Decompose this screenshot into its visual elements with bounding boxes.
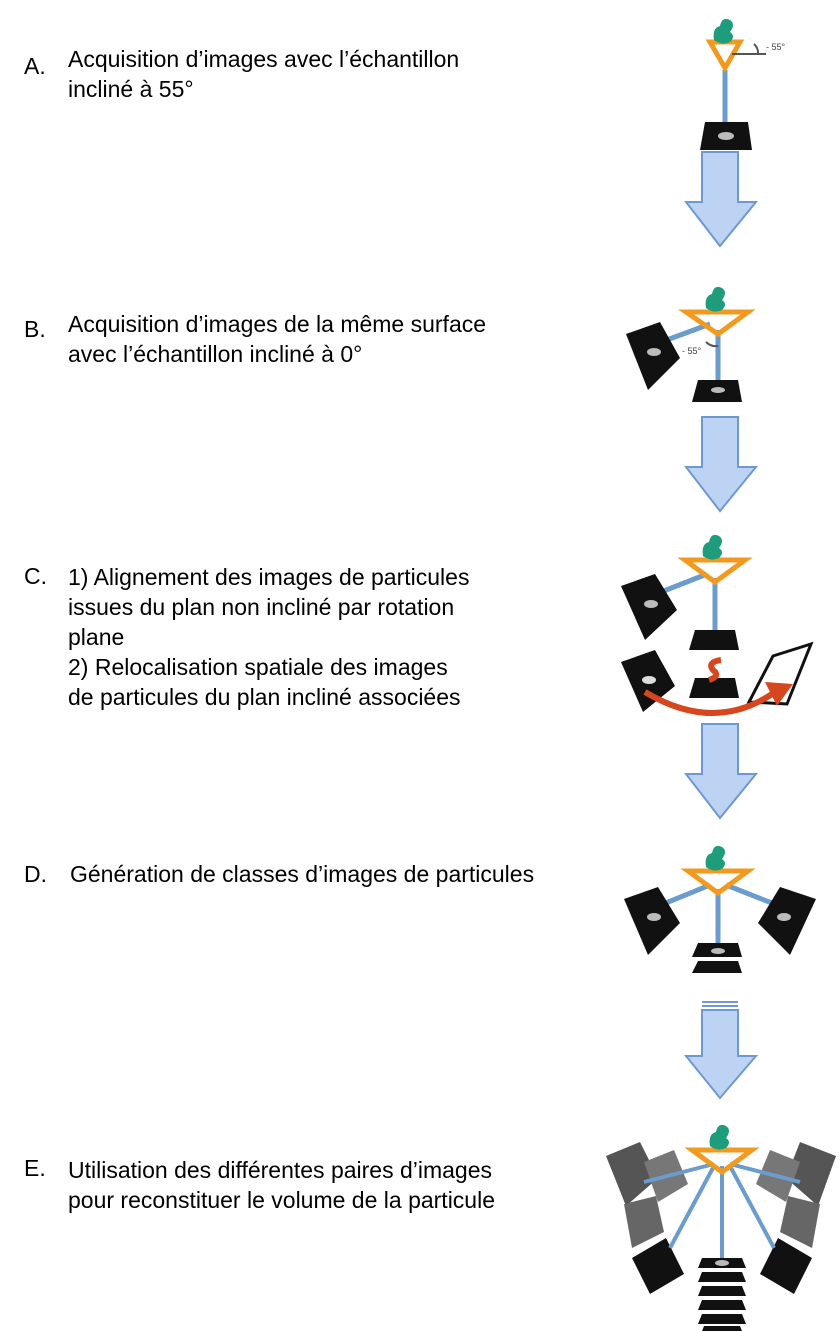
stack-plate-3 (698, 1286, 746, 1296)
angle-arc (705, 341, 719, 348)
plate-spot (711, 387, 725, 393)
step-d-text: Génération de classes d’images de partic… (70, 859, 534, 889)
step-d-letter: D. (24, 861, 47, 887)
tilt-cone (680, 868, 756, 897)
arrow-d-to-e (683, 1001, 759, 1100)
class-plate-left (624, 887, 680, 955)
beam-right-2 (728, 1165, 776, 1249)
step-e-line-1: Utilisation des différentes paires d’ima… (68, 1157, 493, 1183)
relocalized-plate-right (746, 641, 814, 706)
beam-left-1 (643, 1162, 715, 1184)
tilted-plate (626, 322, 680, 390)
fan-plate-lower-left (632, 1238, 684, 1294)
beam-right-1 (729, 1162, 801, 1184)
relocalized-plate-center (689, 678, 739, 698)
angle-label: - 55° (682, 346, 702, 356)
fan-plate-right-2 (780, 1196, 820, 1248)
step-c-text: 1) Alignement des images de particules i… (68, 562, 469, 712)
stack-plate-4 (698, 1300, 746, 1310)
angle-arc (753, 43, 760, 55)
class-spot-center (711, 948, 725, 954)
rotation-arrowhead (765, 682, 793, 706)
beam-left-2 (668, 1165, 716, 1249)
tilted-plate-spot (647, 348, 661, 356)
tilt-cone (677, 557, 753, 586)
fan-plate-lower-right (760, 1238, 812, 1294)
step-c-line-2: issues du plan non incliné par rotation (68, 594, 455, 620)
tilted-plate-spot (644, 600, 658, 608)
particle-icon (702, 534, 722, 560)
stack-plate-6 (702, 1326, 742, 1331)
particle-icon (705, 845, 725, 871)
class-plate-right (758, 887, 816, 955)
figure-a: - 55° (700, 18, 786, 150)
step-c-line-1: 1) Alignement des images de particules (68, 564, 470, 590)
step-c-line-4: 2) Relocalisation spatiale des images (68, 654, 448, 680)
step-b-line-2: avec l’échantillon incliné à 0° (68, 341, 363, 367)
detector-plate (689, 630, 739, 650)
rotation-arrow (643, 689, 777, 716)
particle-icon (705, 286, 725, 312)
arrow-b-to-c (683, 416, 759, 513)
tilt-cone (684, 1147, 760, 1176)
stack-plate-5 (698, 1314, 746, 1324)
class-spot-left (647, 913, 661, 921)
particle-icon (709, 1124, 729, 1150)
fan-plate-left-1 (606, 1142, 658, 1206)
step-b-letter: B. (24, 316, 46, 342)
stack-plate-2 (698, 1272, 746, 1282)
fan-plate-left-2 (624, 1196, 664, 1248)
arrow-a-to-b (683, 151, 759, 248)
arrow-c-to-d (683, 723, 759, 820)
angle-label: - 55° (766, 42, 786, 52)
class-spot-right (777, 913, 791, 921)
plate-spot (718, 132, 734, 140)
step-a-line-1: Acquisition d’images avec l’échantillon (68, 46, 460, 72)
figure-b: - 55° (626, 286, 756, 402)
step-a-letter: A. (24, 53, 46, 79)
step-e-letter: E. (24, 1155, 46, 1181)
figure-d (624, 845, 816, 973)
step-d-line-1: Génération de classes d’images de partic… (70, 861, 535, 887)
step-c-line-5: de particules du plan incliné associées (68, 684, 461, 710)
figure-e (606, 1124, 836, 1331)
relocalized-spot-left (642, 676, 656, 684)
step-c-line-3: plane (68, 624, 125, 650)
step-b-text: Acquisition d’images de la même surface … (68, 309, 486, 369)
tilt-cone (677, 309, 756, 338)
figure-c (621, 534, 814, 716)
step-a-text: Acquisition d’images avec l’échantillon … (68, 44, 459, 104)
step-e-line-2: pour reconstituer le volume de la partic… (68, 1187, 496, 1213)
particle-icon (713, 18, 733, 44)
step-b-line-1: Acquisition d’images de la même surface (68, 311, 487, 337)
fan-plate-right-1 (786, 1142, 836, 1206)
stack-spot (715, 1260, 729, 1266)
step-c-letter: C. (24, 563, 47, 589)
step-e-text: Utilisation des différentes paires d’ima… (68, 1155, 495, 1215)
rotation-symbol (707, 657, 722, 683)
step-a-line-2: incliné à 55° (68, 76, 194, 102)
class-plate-stack-2 (692, 961, 742, 973)
